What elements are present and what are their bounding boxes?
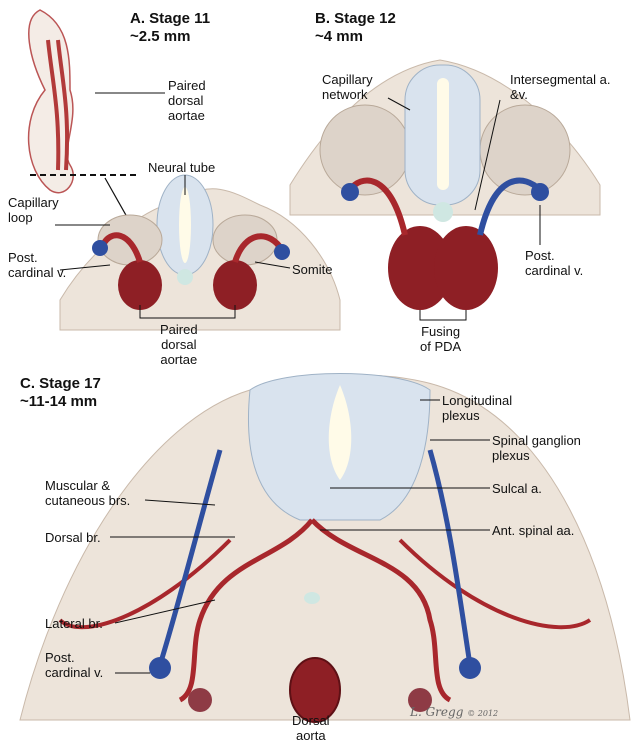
label-neural-tube-a: Neural tube <box>148 160 216 175</box>
label-muscular-cutaneous: Muscular & cutaneous brs. <box>45 478 131 508</box>
label-fusing-pda: Fusing of PDA <box>420 324 462 354</box>
leader-lines <box>55 92 541 674</box>
embryo-sketch <box>27 9 141 241</box>
panel-b-title: B. Stage 12~4 mm <box>315 10 396 45</box>
label-ant-spinal: Ant. spinal aa. <box>492 523 575 538</box>
label-capillary-loop: Capillary loop <box>8 195 59 225</box>
label-post-cardinal-a: Post. cardinal v. <box>8 250 67 280</box>
stage-12-section <box>289 59 601 310</box>
stage-17-section <box>19 373 631 723</box>
label-spinal-ganglion-plexus: Spinal ganglion plexus <box>492 433 581 463</box>
label-dorsal-br: Dorsal br. <box>45 530 101 545</box>
label-longitudinal-plexus: Longitudinal plexus <box>442 393 513 423</box>
label-paired-dorsal-aortae-bottom: Paired dorsal aortae <box>160 322 198 367</box>
signature: L. Gregg © 2012 <box>410 705 499 719</box>
label-post-cardinal-c: Post. cardinal v. <box>45 650 104 680</box>
label-post-cardinal-b: Post. cardinal v. <box>525 248 584 278</box>
label-sulcal: Sulcal a. <box>492 481 542 496</box>
label-paired-dorsal-aortae-a: Paired dorsal aortae <box>168 78 206 123</box>
label-dorsal-aorta: Dorsal aorta <box>292 713 330 743</box>
panel-a-title: A. Stage 11~2.5 mm <box>130 10 211 45</box>
label-intersegmental: Intersegmental a. &v. <box>510 72 611 102</box>
stage-11-section <box>59 174 341 331</box>
panel-c-title: C. Stage 17~11-14 mm <box>20 375 101 410</box>
label-lateral-br: Lateral br. <box>45 616 103 631</box>
label-somite: Somite <box>292 262 333 277</box>
label-capillary-network: Capillary network <box>322 72 373 102</box>
